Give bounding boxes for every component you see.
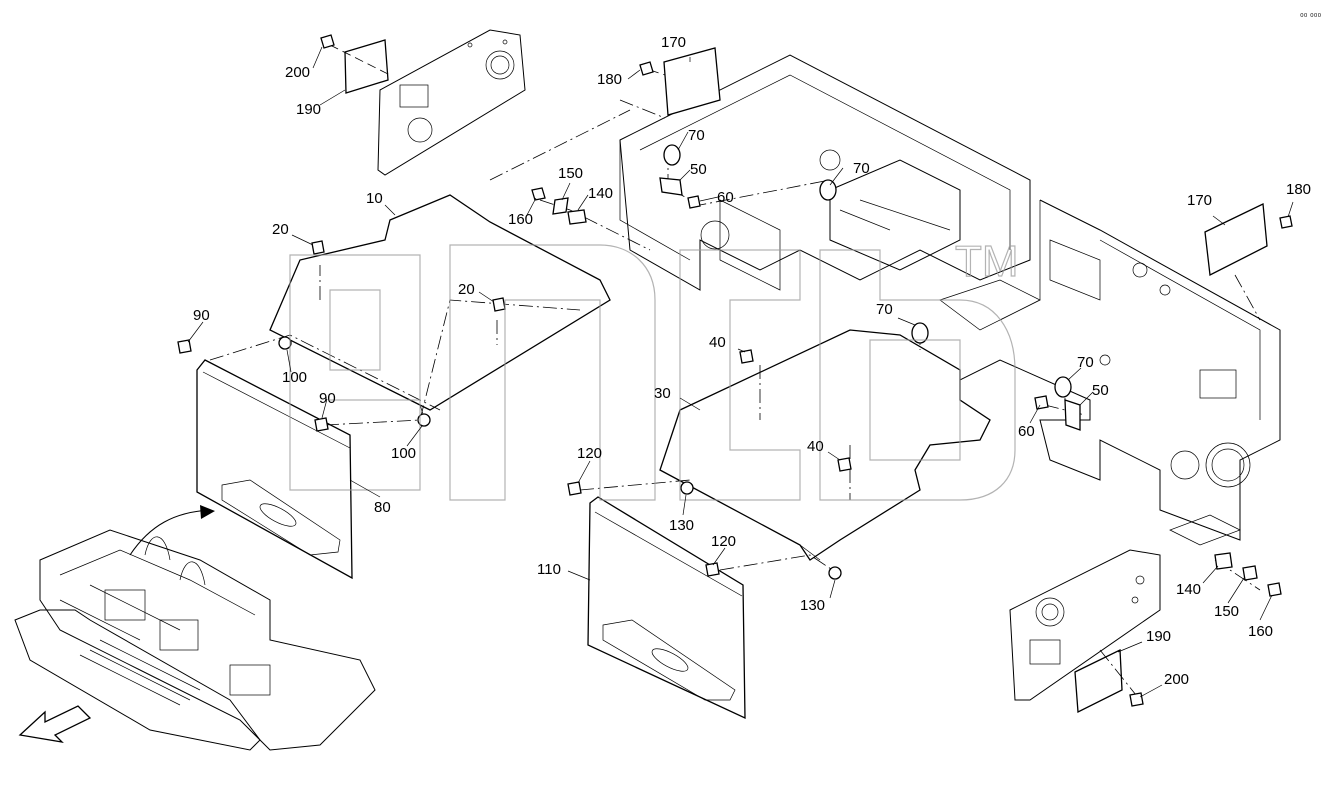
assembly-lines <box>209 44 1261 701</box>
callout-50: 50 <box>690 161 707 178</box>
cover-sheet-30 <box>659 329 991 561</box>
callout-190: 190 <box>1146 628 1171 645</box>
leader-lines <box>187 46 1294 698</box>
step-panel-110 <box>587 496 746 720</box>
bolt-20-left <box>311 240 325 255</box>
callout-10: 10 <box>366 190 383 207</box>
bolt-120-left <box>567 481 582 496</box>
bolt-200-upper <box>320 34 335 49</box>
callout-20: 20 <box>458 281 475 298</box>
cover-plate-190-lower <box>1074 648 1123 714</box>
bolt-120-right <box>705 562 720 577</box>
nut-130-lower <box>828 566 842 580</box>
callout-130: 130 <box>800 597 825 614</box>
bolt-90-lower <box>314 417 329 432</box>
bolt-20-center <box>492 297 506 312</box>
callout-90: 90 <box>319 390 336 407</box>
callout-120: 120 <box>577 445 602 462</box>
callout-150: 150 <box>558 165 583 182</box>
callout-50: 50 <box>1092 382 1109 399</box>
callout-110: 110 <box>537 561 561 578</box>
bolt-40-lower <box>837 457 852 472</box>
bracket-50-right <box>1064 399 1081 431</box>
callout-70: 70 <box>688 127 705 144</box>
callout-20: 20 <box>272 221 289 238</box>
callout-180: 180 <box>597 71 622 88</box>
callout-100: 100 <box>282 369 307 386</box>
bracket-50-top <box>659 177 683 196</box>
bolt-40-upper <box>739 349 754 364</box>
bolt-90-upper <box>177 339 192 354</box>
nut-130-upper <box>680 481 694 495</box>
cover-sheet-10 <box>269 194 611 411</box>
callout-70: 70 <box>876 301 893 318</box>
callout-200: 200 <box>285 64 310 81</box>
callout-40: 40 <box>709 334 726 351</box>
callout-60: 60 <box>1018 423 1035 440</box>
side-cover-upper-left <box>377 29 526 176</box>
corner-mark: ₀₀ ₀₀₀ <box>1300 8 1321 18</box>
callout-120: 120 <box>711 533 736 550</box>
callout-140: 140 <box>1176 581 1201 598</box>
callout-30: 30 <box>654 385 671 402</box>
watermark-tm: ТМ <box>955 237 1019 286</box>
callout-160: 160 <box>508 211 533 228</box>
latch-140-lower <box>1214 552 1233 570</box>
callout-90: 90 <box>193 307 210 324</box>
callout-40: 40 <box>807 438 824 455</box>
callout-140: 140 <box>588 185 613 202</box>
cover-plate-170-right <box>1204 203 1268 277</box>
watermark: ТМ <box>289 236 1019 501</box>
callout-130: 130 <box>669 517 694 534</box>
bolt-60-top <box>687 195 701 209</box>
callout-170: 170 <box>1187 192 1212 209</box>
callout-80: 80 <box>374 499 391 516</box>
callout-100: 100 <box>391 445 416 462</box>
callout-150: 150 <box>1214 603 1239 620</box>
bolt-180-top <box>639 61 654 76</box>
nut-100-upper <box>278 336 292 350</box>
rubber-mount-70-right <box>911 322 929 344</box>
rubber-mount-70-top <box>663 144 681 166</box>
rubber-mount-70-lower-right <box>1054 376 1072 398</box>
callout-170: 170 <box>661 34 686 51</box>
cover-plate-190-upper <box>344 39 389 94</box>
bolt-160-lower <box>1267 582 1282 597</box>
bolt-180-right <box>1279 215 1293 229</box>
side-cover-lower-right <box>1009 549 1161 701</box>
latch-140-top <box>567 209 587 225</box>
rubber-mount-70-center <box>819 179 837 201</box>
callout-180: 180 <box>1286 181 1311 198</box>
callout-190: 190 <box>296 101 321 118</box>
callout-60: 60 <box>717 189 734 206</box>
callout-70: 70 <box>1077 354 1094 371</box>
machine-overview <box>14 505 376 751</box>
callout-200: 200 <box>1164 671 1189 688</box>
callout-70: 70 <box>853 160 870 177</box>
part-callouts: 200 190 170 180 70 70 50 60 150 140 160 10 20 20 90 100… <box>193 34 1311 688</box>
bolt-200-lower <box>1129 692 1144 707</box>
bolt-160-top <box>531 187 546 201</box>
hardware <box>177 34 1293 707</box>
step-panel-80 <box>196 359 353 580</box>
cover-plate-170-top <box>663 47 721 116</box>
view-arrow <box>18 705 92 743</box>
callout-160: 160 <box>1248 623 1273 640</box>
latch-150-top <box>552 197 569 215</box>
nut-100-lower <box>417 413 431 427</box>
bolt-60-right <box>1034 395 1049 410</box>
latch-150-lower <box>1242 565 1258 581</box>
